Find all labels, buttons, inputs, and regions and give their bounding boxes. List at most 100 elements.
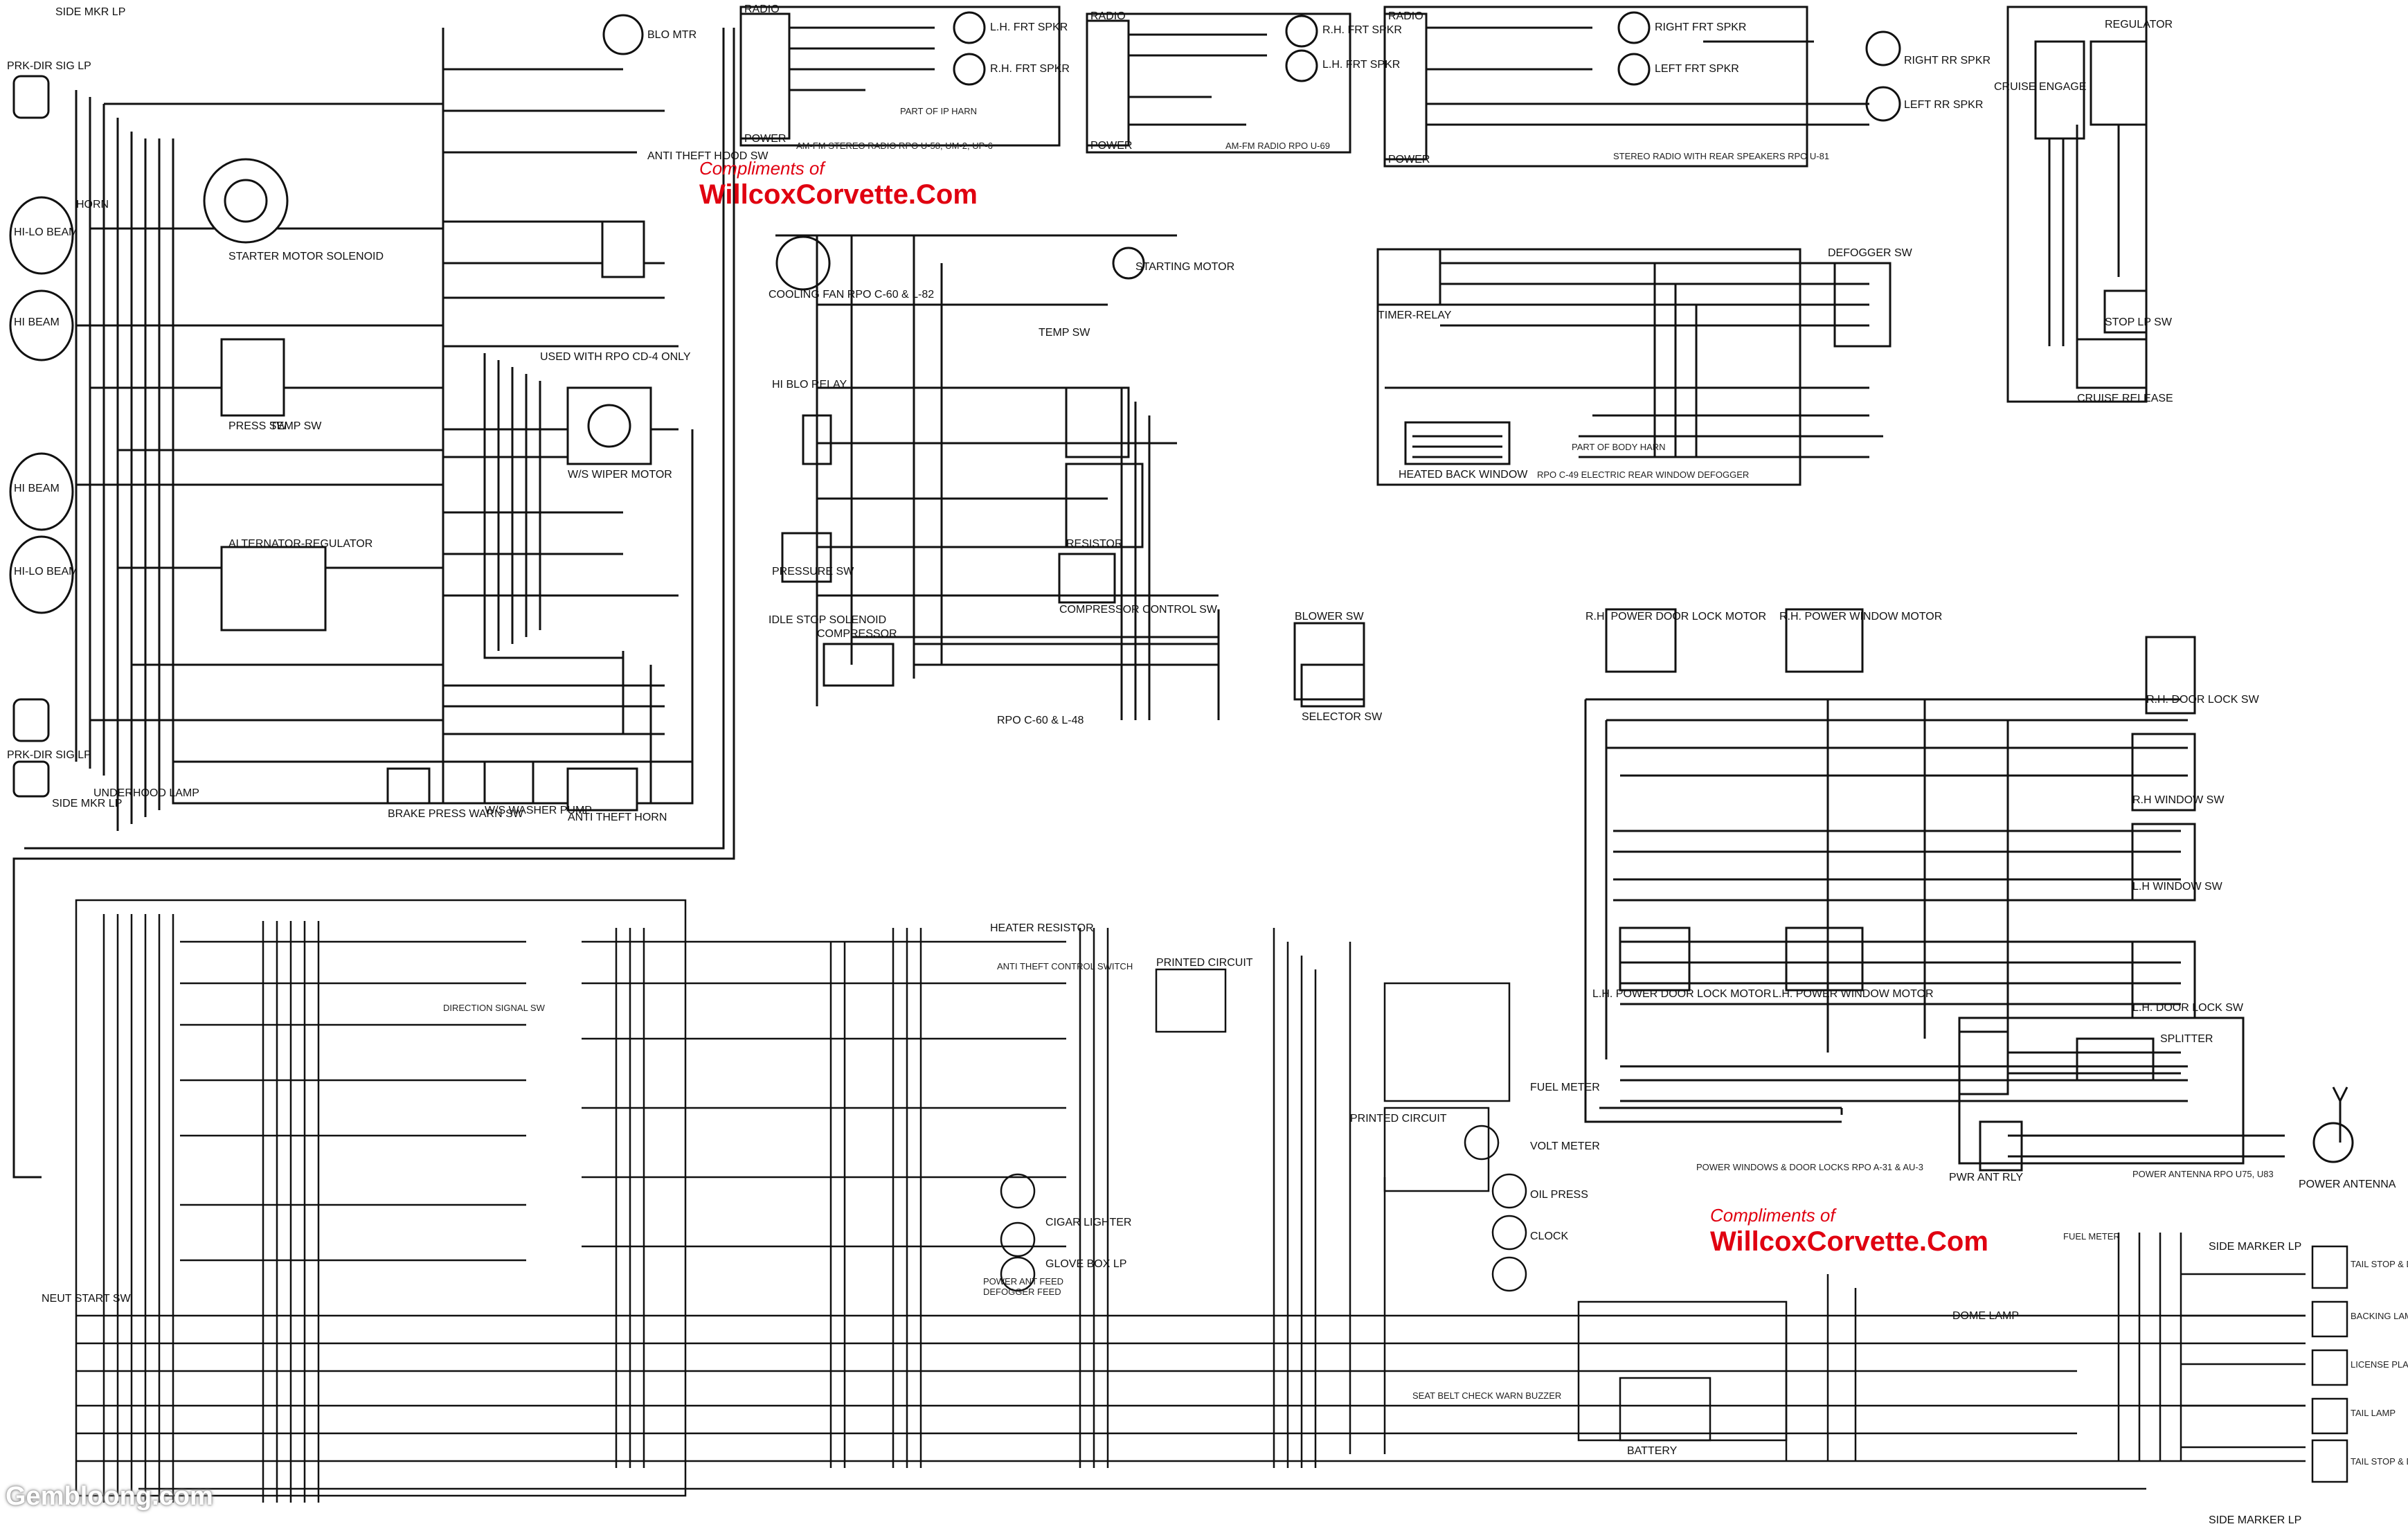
- credit-bottom: Compliments of WillcoxCorvette.Com: [1710, 1205, 1988, 1257]
- credit-top-line1: Compliments of: [699, 158, 825, 179]
- label-timer-relay: TIMER-RELAY: [1378, 310, 1452, 321]
- label-temp-sw-2: TEMP SW: [1039, 327, 1090, 339]
- label-starting-motor: STARTING MOTOR: [1135, 261, 1234, 273]
- label-tail-stop-dir-2: TAIL STOP & DIR SIGNAL: [2351, 1456, 2408, 1467]
- ac-section: [775, 234, 1365, 720]
- label-regulator: REGULATOR: [2105, 19, 2173, 30]
- label-glove-box-lp: GLOVE BOX LP: [1045, 1258, 1126, 1270]
- label-tail-stop-dir-1: TAIL STOP & DIR SIGNAL: [2351, 1259, 2408, 1269]
- label-part-of-body-harn-1: PART OF BODY HARN: [1572, 442, 1666, 452]
- label-power-ant-feed: POWER ANT FEED: [983, 1276, 1063, 1287]
- label-rh-power-door-lock-motor: R.H. POWER DOOR LOCK MOTOR: [1585, 611, 1766, 623]
- label-brake-press-warn-sw: BRAKE PRESS WARN SW: [388, 808, 524, 820]
- label-temp-sw: TEMP SW: [270, 420, 322, 432]
- label-printed-circuit-2: PRINTED CIRCUIT: [1350, 1113, 1447, 1125]
- label-radio-3: RADIO: [1388, 10, 1423, 22]
- cruise-section: [2006, 6, 2148, 403]
- label-press-sw: PRESS SW: [228, 420, 287, 432]
- label-hi-lo-beam-2: HI-LO BEAM: [14, 566, 78, 578]
- label-fuel-meter: FUEL METER: [1530, 1082, 1600, 1093]
- label-direction-signal-sw: DIRECTION SIGNAL SW: [443, 1003, 546, 1013]
- label-cigar-lighter: CIGAR LIGHTER: [1045, 1217, 1131, 1228]
- label-heater-resistor: HEATER RESISTOR: [990, 922, 1094, 934]
- label-license-plate-lamp: LICENSE PLATE LAMP: [2351, 1359, 2408, 1370]
- instrument-panel-section: [75, 899, 2348, 1503]
- label-rh-frt-spkr: R.H. FRT SPKR: [990, 63, 1070, 75]
- label-starter-motor-solenoid: STARTER MOTOR SOLENOID: [228, 251, 384, 262]
- label-used-with-rpo: USED WITH RPO CD-4 ONLY: [540, 351, 691, 363]
- label-resistor: RESISTOR: [1066, 538, 1123, 550]
- label-volt-meter: VOLT METER: [1530, 1140, 1600, 1152]
- label-hi-blo-relay: HI BLO RELAY: [772, 379, 847, 391]
- label-alternator-regulator: ALTERNATOR-REGULATOR: [228, 538, 372, 550]
- label-left-rr-spkr: LEFT RR SPKR: [1904, 99, 1983, 111]
- label-anti-theft-horn: ANTI THEFT HORN: [568, 812, 667, 823]
- label-right-rr-spkr: RIGHT RR SPKR: [1904, 55, 1991, 66]
- label-heated-back-window: HEATED BACK WINDOW: [1399, 469, 1528, 481]
- component-labels: SIDE MKR LP PRK-DIR SIG LP HORN HI-LO BE…: [7, 3, 2408, 1526]
- label-power-2: POWER: [1090, 140, 1132, 152]
- label-printed-circuit-1: PRINTED CIRCUIT: [1156, 957, 1253, 969]
- label-left-frt-spkr: LEFT FRT SPKR: [1655, 63, 1739, 75]
- label-lh-power-window-motor: L.H. POWER WINDOW MOTOR: [1772, 988, 1934, 1000]
- label-cooling-fan: COOLING FAN RPO C-60 & L-82: [769, 289, 934, 301]
- label-power-antenna-rpo: POWER ANTENNA RPO U75, U83: [2132, 1169, 2274, 1179]
- label-side-mkr-lp-2: SIDE MKR LP: [52, 798, 122, 809]
- label-stop-lp-sw: STOP LP SW: [2105, 316, 2173, 328]
- engine-components: [9, 14, 652, 812]
- label-prk-dir-sig-lp: PRK-DIR SIG LP: [7, 60, 91, 72]
- radio-section: [739, 6, 1901, 168]
- label-am-fm-radio: AM-FM RADIO RPO U-69: [1225, 141, 1330, 151]
- credit-top: Compliments of WillcoxCorvette.Com: [699, 158, 978, 211]
- label-splitter: SPLITTER: [2160, 1033, 2213, 1045]
- power-antenna-section: [1958, 1017, 2354, 1172]
- label-power-antenna: POWER ANTENNA: [2299, 1179, 2396, 1190]
- label-power-3: POWER: [1388, 154, 1430, 165]
- label-stereo-radio-rear: STEREO RADIO WITH REAR SPEAKERS RPO U-81: [1613, 151, 1829, 161]
- label-hi-beam-1: HI BEAM: [14, 316, 60, 328]
- label-rpo-c60: RPO C-60 & L-48: [997, 715, 1084, 726]
- label-defogger-sw: DEFOGGER SW: [1828, 247, 1913, 259]
- label-part-of-ip-harn-1: PART OF IP HARN: [900, 106, 977, 116]
- label-prk-dir-sig-lp-2: PRK-DIR SIG LP: [7, 749, 91, 761]
- label-horn: HORN: [76, 199, 109, 211]
- label-selector-sw: SELECTOR SW: [1302, 711, 1383, 723]
- label-rh-window-sw: R.H WINDOW SW: [2132, 794, 2225, 806]
- label-idle-stop-solenoid: IDLE STOP SOLENOID: [769, 614, 886, 626]
- label-power-1: POWER: [744, 133, 786, 145]
- label-compressor: COMPRESSOR: [817, 628, 897, 640]
- defogger-section: [1376, 248, 1892, 486]
- label-am-fm-stereo-radio: AM-FM STEREO RADIO RPO U-58, UM-2, UP-6: [796, 141, 993, 151]
- label-wiper-motor: W/S WIPER MOTOR: [568, 469, 672, 481]
- label-hi-beam-2: HI BEAM: [14, 483, 60, 494]
- credit-bottom-line1: Compliments of: [1710, 1205, 1835, 1226]
- label-underhood-lamp: UNDERHOOD LAMP: [93, 787, 199, 799]
- watermark-text: Gembloong.com: [6, 1482, 213, 1511]
- label-side-marker-lp-2: SIDE MARKER LP: [2209, 1514, 2301, 1526]
- label-pressure-sw: PRESSURE SW: [772, 566, 854, 578]
- label-battery: BATTERY: [1627, 1445, 1678, 1457]
- label-blower-sw: BLOWER SW: [1295, 611, 1364, 623]
- label-radio-2: RADIO: [1090, 10, 1126, 22]
- label-defogger-feed: DEFOGGER FEED: [983, 1287, 1061, 1297]
- label-lh-power-door-lock-motor: L.H. POWER DOOR LOCK MOTOR: [1592, 988, 1771, 1000]
- label-hi-lo-beam-1: HI-LO BEAM: [14, 226, 78, 238]
- label-power-windows-door-locks: POWER WINDOWS & DOOR LOCKS RPO A-31 & AU…: [1696, 1162, 1923, 1172]
- label-fuel-meter-rear: FUEL METER: [2063, 1231, 2120, 1242]
- label-side-mkr-lp: SIDE MKR LP: [55, 6, 125, 18]
- label-cruise-engage: CRUISE ENGAGE: [1994, 81, 2086, 93]
- label-rh-power-window-motor: R.H. POWER WINDOW MOTOR: [1779, 611, 1942, 623]
- label-rh-door-lock-sw: R.H. DOOR LOCK SW: [2146, 694, 2260, 706]
- label-dome-lamp: DOME LAMP: [1952, 1310, 2019, 1322]
- label-radio-1: RADIO: [744, 3, 780, 15]
- label-compressor-control-sw: COMPRESSOR CONTROL SW: [1059, 604, 1218, 616]
- label-rpo-c49: RPO C-49 ELECTRIC REAR WINDOW DEFOGGER: [1537, 469, 1749, 480]
- label-clock: CLOCK: [1530, 1230, 1568, 1242]
- label-seat-belt-warning: SEAT BELT CHECK WARN BUZZER: [1412, 1390, 1561, 1401]
- label-rh-frt-spkr-2: R.H. FRT SPKR: [1322, 24, 1402, 36]
- label-oil-press: OIL PRESS: [1530, 1189, 1588, 1201]
- label-backing-lamp: BACKING LAMP: [2351, 1311, 2408, 1321]
- label-neut-start-sw: NEUT START SW: [42, 1293, 132, 1305]
- label-side-marker-lp-1: SIDE MARKER LP: [2209, 1241, 2301, 1253]
